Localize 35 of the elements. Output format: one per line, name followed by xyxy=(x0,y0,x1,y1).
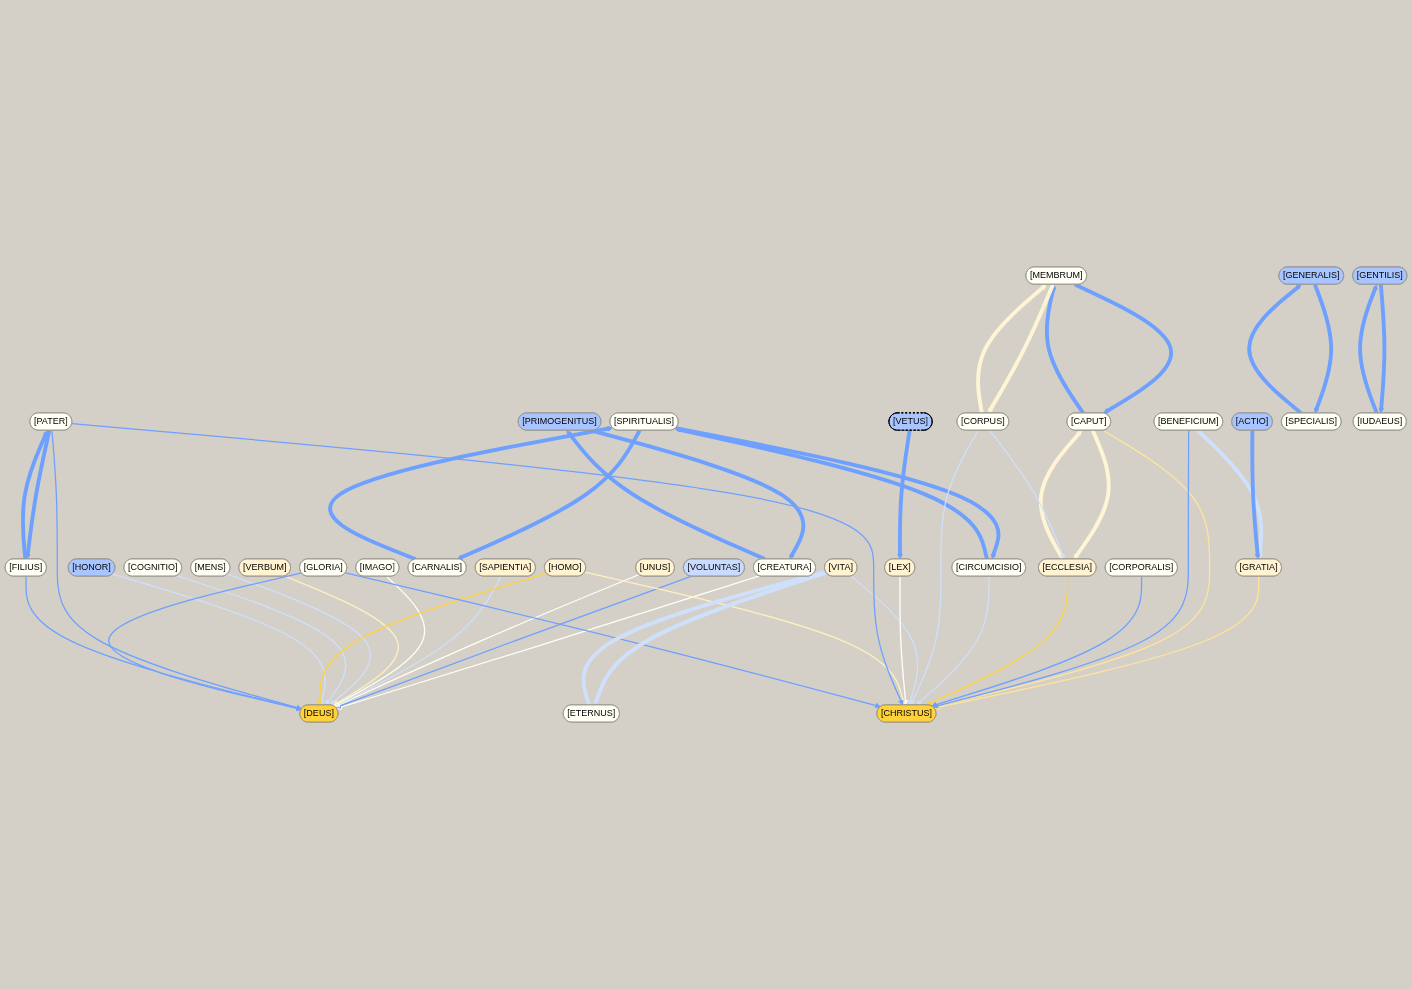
arrow xyxy=(850,575,919,706)
arrow xyxy=(344,572,881,709)
arrow xyxy=(111,573,326,706)
arrow xyxy=(987,283,1055,414)
arrow xyxy=(910,429,979,706)
arrow xyxy=(284,575,399,706)
arrow xyxy=(925,575,1069,706)
arrow xyxy=(51,429,302,711)
arrow xyxy=(897,430,912,560)
arrow xyxy=(566,430,766,561)
arrow xyxy=(316,572,548,706)
arrow xyxy=(1250,430,1261,560)
arrow xyxy=(899,575,909,706)
arrow xyxy=(989,429,1066,560)
arrow xyxy=(1074,282,1173,414)
arrow xyxy=(457,429,642,560)
arrow xyxy=(336,575,761,710)
arrow xyxy=(976,284,1047,414)
arrow xyxy=(1313,283,1334,414)
arrow xyxy=(226,573,372,706)
arrow xyxy=(1073,429,1111,560)
arrow xyxy=(584,571,906,706)
arrow xyxy=(931,575,1143,708)
arrow xyxy=(108,572,303,712)
arrow xyxy=(328,425,613,561)
arrow xyxy=(916,575,990,706)
arrow xyxy=(1358,284,1379,414)
arrow xyxy=(71,423,904,706)
arrow xyxy=(176,575,347,706)
arrow xyxy=(1196,429,1264,560)
arrow xyxy=(25,430,52,560)
arrow xyxy=(933,575,1260,710)
arrow xyxy=(20,430,49,560)
arrow xyxy=(335,575,692,709)
arrow xyxy=(1378,284,1387,414)
